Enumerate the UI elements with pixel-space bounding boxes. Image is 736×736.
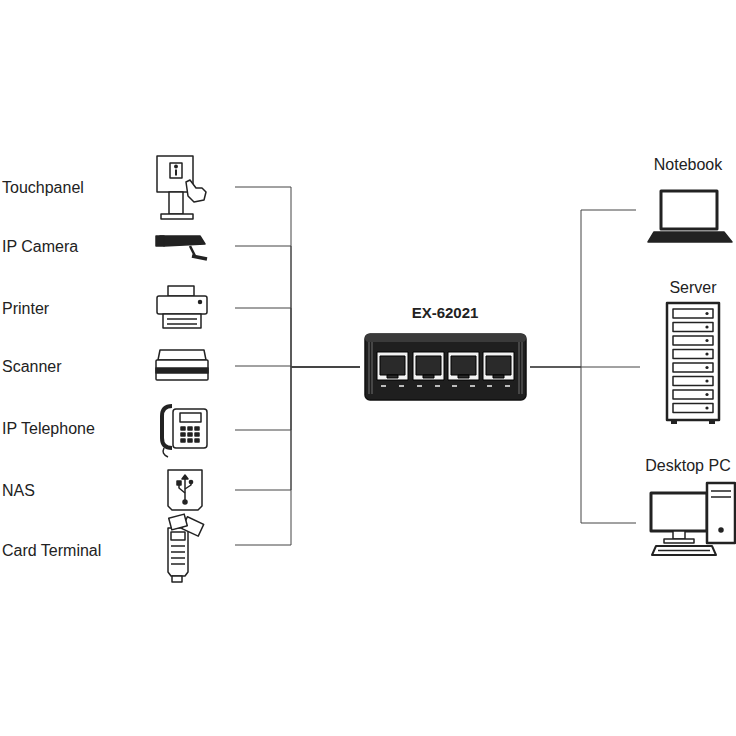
card-terminal-icon [168,514,204,582]
switch-node: EX-62021 [360,303,530,403]
device-label: Notebook [636,155,736,174]
network-cable [235,367,360,490]
server-node: Server [640,278,736,426]
device-label: IP Camera [2,237,78,256]
desktop-pc-icon [651,483,735,555]
ip-telephone-icon [162,406,207,457]
notebook-node: Notebook [636,155,736,245]
desktop-pc-node: Desktop PC [636,456,736,558]
server-icon [667,303,719,424]
ip-camera-node: IP Camera [0,216,235,276]
device-label: Server [640,278,736,297]
device-label: EX-62021 [360,303,530,322]
device-label: Scanner [2,357,62,376]
device-label: Touchpanel [2,178,84,197]
network-cable [235,367,360,430]
touchpanel-icon [157,156,206,219]
network-cable [235,187,360,367]
nas-icon [168,470,202,510]
network-cable [530,210,636,367]
device-label: Printer [2,299,49,318]
printer-node: Printer [0,278,235,338]
card-terminal-node: Card Terminal [0,517,235,583]
device-label: Desktop PC [636,456,736,475]
network-cable [530,367,636,523]
ethernet-switch [365,334,526,400]
nas-node: NAS [0,460,235,520]
touchpanel-node: Touchpanel [0,157,235,217]
scanner-node: Scanner [0,336,235,396]
device-label: NAS [2,481,35,500]
printer-icon [157,286,207,328]
ip-telephone-node: IP Telephone [0,398,235,458]
scanner-icon [156,350,208,380]
ip-camera-icon [156,236,207,259]
notebook-icon [648,191,732,242]
device-label: Card Terminal [2,541,101,560]
network-cable [235,308,360,367]
device-label: IP Telephone [2,419,95,438]
network-cable [235,246,360,367]
network-cable [235,367,360,545]
